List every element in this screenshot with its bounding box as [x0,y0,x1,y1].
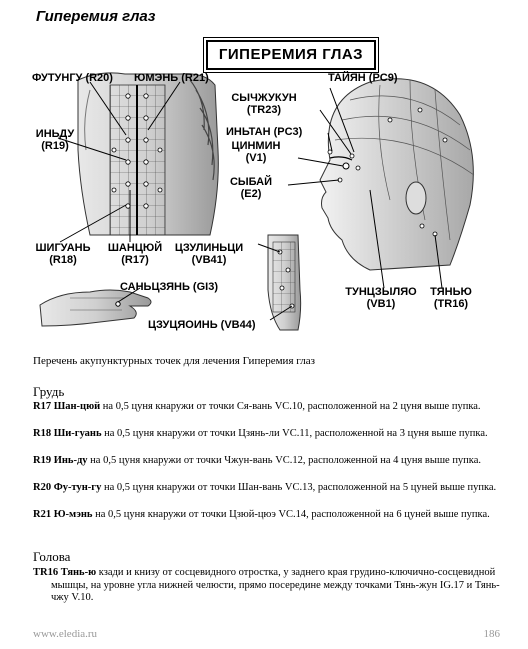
section-heading-chest: Грудь [33,384,65,399]
label-vb1-name: ТУНЦЗЫЛЯО [345,286,417,298]
acupuncture-figure: ГИПЕРЕМИЯ ГЛАЗ ФУТУНГУ (R20) ЮМЭНЬ (R21)… [30,30,500,342]
label-r19-code: (R19) [41,140,69,152]
label-v1-code: (V1) [245,152,267,164]
label-r17-code: (R17) [121,254,149,266]
point-name: Ши-гуань [53,428,102,439]
figure-title: ГИПЕРЕМИЯ ГЛАЗ [203,37,379,73]
section-heading-head: Голова [33,549,71,564]
point-code: R18 [33,428,52,439]
point-entry: R20 Фу-тун-гу на 0,5 цуня кнаружи от точ… [33,482,503,495]
point-code: R17 [33,401,52,412]
label-v1: ЦИНМИН (V1) [226,140,286,164]
label-e2: СЫБАЙ (E2) [226,176,276,200]
label-r18-name: ШИГУАНЬ [35,242,91,254]
label-gi3: САНЬЦЗЯНЬ (GI3) [120,281,218,293]
label-vb41: ЦЗУЛИНЬЦИ (VB41) [174,242,244,266]
label-vb44: ЦЗУЦЯОИНЬ (VB44) [148,319,256,331]
head-leaders [287,87,443,289]
point-name: Шан-цюй [53,401,101,412]
point-entry: R19 Инь-ду на 0,5 цуня кнаружи от точки … [33,455,503,468]
label-tr16-name: ТЯНЬЮ [430,286,472,298]
label-r17-name: ШАНЦЮЙ [107,242,163,254]
label-r19: ИНЬДУ (R19) [32,128,78,152]
label-tr16: ТЯНЬЮ (TR16) [426,286,476,310]
label-vb41-code: (VB41) [191,254,227,266]
torso-drawing [77,72,219,236]
label-r18: ШИГУАНЬ (R18) [32,242,94,266]
point-description: на 0,5 цуня кнаружи от точки Ся-вань VC.… [100,401,481,412]
point-name: Тянь-ю [60,567,97,578]
label-e2-code: (E2) [240,188,262,200]
label-tr23: СЫЧЖУКУН (TR23) [216,92,312,116]
foot-drawing [257,234,302,331]
point-name: Фу-тун-гу [53,482,102,493]
label-v1-name: ЦИНМИН [231,140,281,152]
point-name: Ю-мэнь [53,509,93,520]
page-title: Гиперемия глаз [36,8,156,25]
point-code: R19 [33,455,52,466]
label-r21: ЮМЭНЬ (R21) [134,72,209,84]
label-r18-code: (R18) [49,254,77,266]
point-description: на 0,5 цуня кнаружи от точки Шан-вань VC… [101,482,497,493]
label-pc9: ТАЙЯН (PC9) [328,72,398,84]
point-description: кзади и книзу от сосцевидного отростка, … [51,567,500,603]
figure-illustration [39,72,475,331]
point-description: на 0,5 цуня кнаружи от точки Чжун-вань V… [87,455,482,466]
point-code: R21 [33,509,52,520]
point-code: R20 [33,482,52,493]
footer-url: www.eledia.ru [33,628,98,640]
torso-leaders [57,81,181,243]
point-code: TR16 [33,567,59,578]
point-entry: R17 Шан-цюй на 0,5 цуня кнаружи от точки… [33,401,503,414]
label-vb41-name: ЦЗУЛИНЬЦИ [174,242,244,254]
point-description: на 0,5 цуня кнаружи от точки Цзянь-ли VC… [101,428,488,439]
figure-caption: Перечень акупунктурных точек для лечения… [33,355,315,367]
head-drawing [319,78,475,271]
label-r20: ФУТУНГУ (R20) [32,72,113,84]
point-entry: R21 Ю-мэнь на 0,5 цуня кнаружи от точки … [33,509,503,522]
label-r19-name: ИНЬДУ [35,128,75,140]
label-tr16-code: (TR16) [433,298,469,310]
point-entry: TR16 Тянь-ю кзади и книзу от сосцевидног… [33,567,503,605]
label-tr23-name: СЫЧЖУКУН [231,92,297,104]
label-vb1: ТУНЦЗЫЛЯО (VB1) [340,286,422,310]
label-tr23-code: (TR23) [246,104,282,116]
label-r17: ШАНЦЮЙ (R17) [104,242,166,266]
label-vb1-code: (VB1) [366,298,396,310]
page-number: 186 [483,628,501,640]
label-e2-name: СЫБАЙ [229,176,273,188]
hand-drawing [39,287,152,327]
point-description: на 0,5 цуня кнаружи от точки Цзюй-цюэ VC… [92,509,490,520]
point-entry: R18 Ши-гуань на 0,5 цуня кнаружи от точк… [33,428,503,441]
label-pc3: ИНЬТАН (PC3) [226,126,303,138]
point-name: Инь-ду [53,455,88,466]
